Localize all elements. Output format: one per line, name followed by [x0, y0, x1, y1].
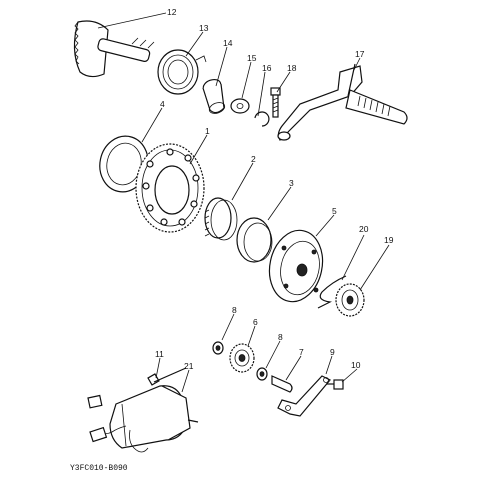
callout-2: 2	[251, 154, 256, 164]
kick-gear-shaft	[73, 20, 155, 78]
diagram-code: Y3FC010-B090	[70, 464, 128, 473]
callout-16: 16	[262, 63, 272, 73]
callout-18: 18	[287, 63, 297, 73]
small-gear	[229, 343, 255, 373]
one-way-clutch	[204, 197, 238, 241]
leader-lines	[97, 12, 390, 393]
starter-motor	[87, 385, 199, 453]
small-washer-lower	[256, 367, 268, 381]
callout-21: 21	[184, 361, 194, 371]
callout-5: 5	[332, 206, 337, 216]
callout-8-lower: 8	[278, 332, 283, 342]
callout-6: 6	[253, 317, 258, 327]
callout-8-upper: 8	[232, 305, 237, 315]
callout-13: 13	[199, 23, 209, 33]
idle-gear	[335, 283, 365, 317]
callout-10: 10	[351, 360, 361, 370]
circlip	[254, 111, 270, 127]
callout-12: 12	[167, 7, 177, 17]
bushing	[202, 78, 226, 114]
callout-15: 15	[247, 53, 257, 63]
gear-plate	[277, 375, 331, 417]
callout-9: 9	[330, 347, 335, 357]
clutch-housing	[268, 229, 324, 303]
starter-motor-bolt	[147, 367, 187, 386]
plate-screw	[326, 379, 344, 390]
starter-ring-gear	[135, 143, 205, 233]
callout-20: 20	[359, 224, 369, 234]
callout-11: 11	[155, 349, 164, 359]
snap-ring	[236, 217, 273, 263]
spring-wire	[317, 275, 347, 309]
bolt	[270, 87, 281, 118]
callout-labels: 12 13 14 15 16 18 17 4 1 2 3 5 20 19 8 6…	[155, 7, 394, 371]
washer	[230, 98, 250, 114]
callout-19: 19	[384, 235, 394, 245]
small-washer-upper	[212, 341, 224, 355]
kick-lever	[277, 63, 408, 141]
callout-1: 1	[205, 126, 210, 136]
callout-14: 14	[223, 38, 233, 48]
callout-17: 17	[355, 49, 365, 59]
callout-3: 3	[289, 178, 294, 188]
kick-spring	[157, 49, 207, 95]
callout-7: 7	[299, 347, 304, 357]
gear-shaft-pin	[271, 375, 293, 393]
callout-4: 4	[160, 99, 165, 109]
